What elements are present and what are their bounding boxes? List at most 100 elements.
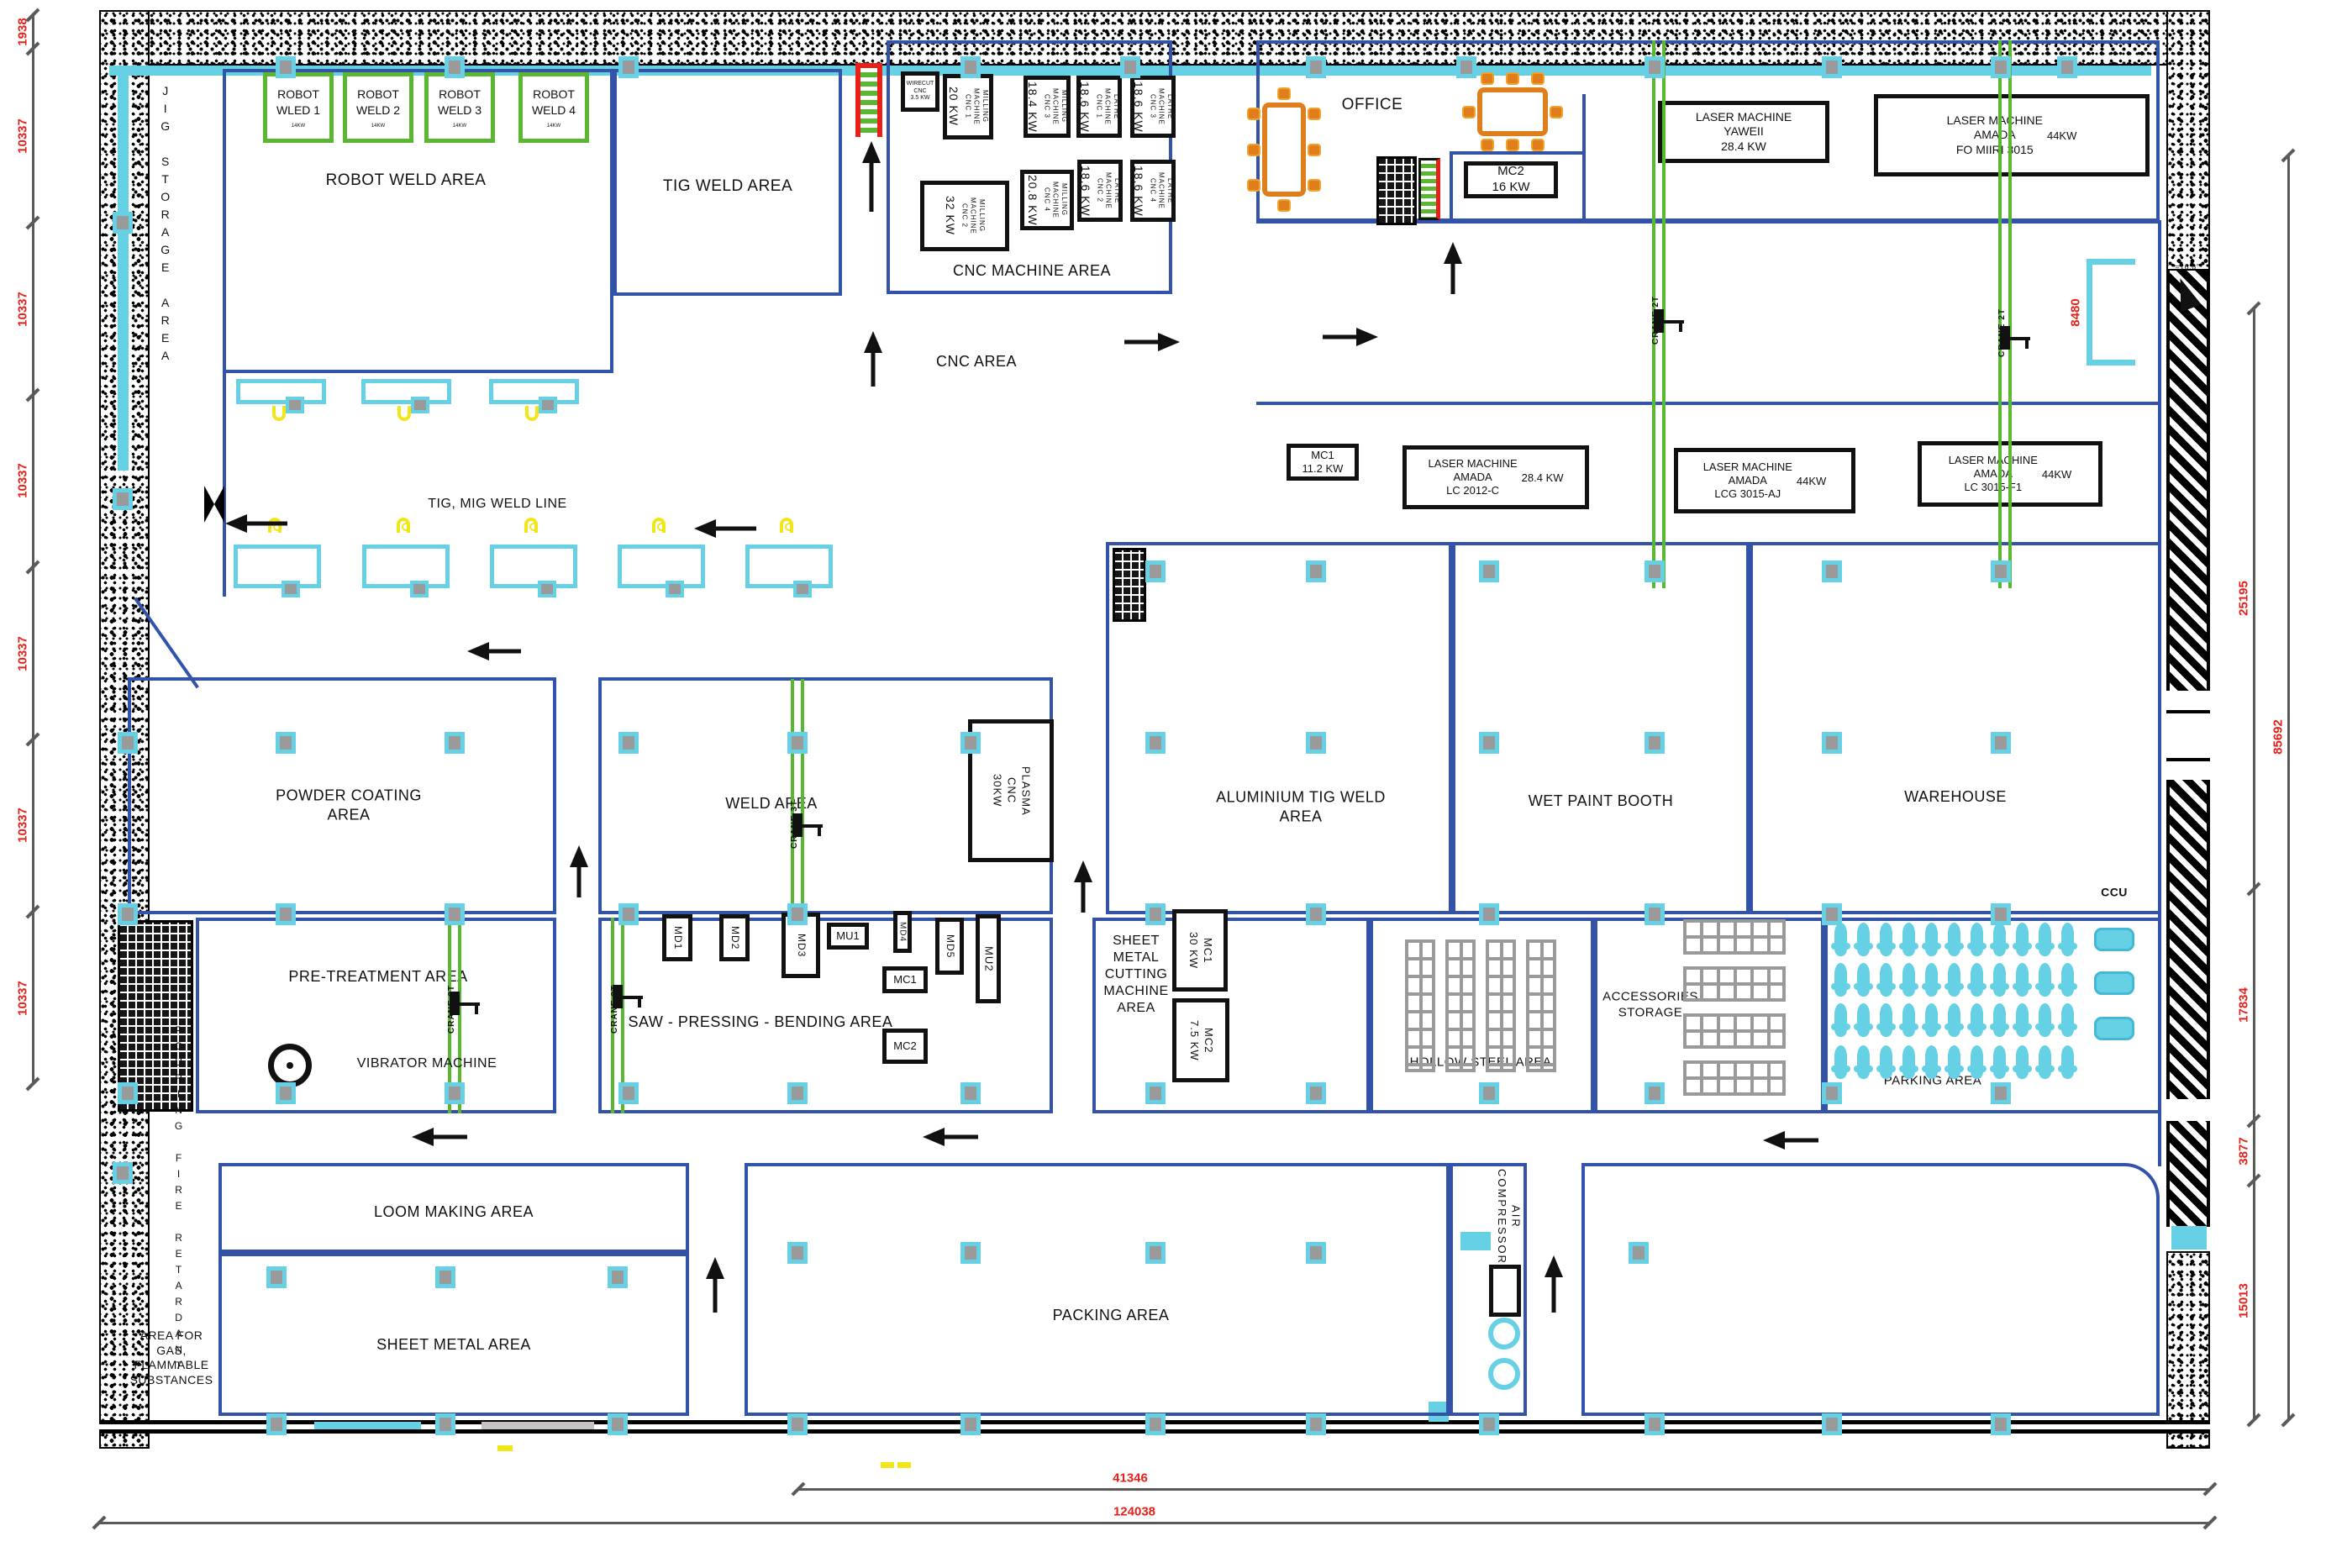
column-marker [1306,56,1326,78]
hollow-steel-rack [1486,939,1516,1072]
column-marker [276,903,296,925]
hollow-steel-rack [1526,939,1556,1072]
motorbike-icon [2058,963,2077,997]
door-right-bottom [2171,1226,2207,1250]
accessories-rack [1683,919,1786,955]
motorbike-icon [1876,963,1896,997]
machine-label: LATHE MACHINE CNC 2 [1096,172,1122,209]
weld-station-table [236,379,326,410]
motorbike-icon [2013,923,2032,956]
wall-left-inner-liner [118,76,129,471]
column-marker [1822,1413,1842,1435]
machine-power-label: 18.6 KW [1078,165,1092,217]
machine-label: MC2 [893,1039,917,1052]
motorbike-icon [1876,1045,1896,1079]
door-strip-2 [482,1422,594,1429]
table-office-table-1 [1262,103,1306,197]
weld-line-table [618,545,705,594]
chair-icon [1247,179,1260,192]
dim-value: 17834 [2236,987,2251,1023]
machine-label: MILLING MACHINE CNC 2 [960,197,987,234]
label-pouring-fire-retardant: POURING FIRE RETARDANT [172,1024,185,1376]
machine-label: MC1 30 KW [1187,931,1214,969]
chair-icon [1531,139,1545,151]
wall-segment [2158,914,2161,1166]
cell-power-label: 14KW [452,124,467,129]
label-aluminium-tig-weld-area: ALUMINIUM TIG WELD AREA [1216,788,1386,825]
room-powder-coating-area [128,677,556,914]
column-marker [266,1266,287,1288]
room-loom-making-area [218,1163,689,1253]
column-marker [1991,903,2011,925]
machine-plasma-cnc: PLASMA CNC 30KW [968,719,1054,862]
column-marker [118,903,138,925]
column-marker [1145,732,1166,754]
crane-trolley-icon [2000,326,2030,350]
wall-segment [223,373,226,597]
weld-hook-icon [397,406,411,421]
motorbike-icon [1831,923,1850,956]
motorbike-icon [1831,1003,1850,1037]
flow-arrow-left [467,642,521,660]
chair-icon [1531,72,1545,85]
machine-label: PLASMA CNC 30KW [991,766,1033,816]
column-marker [435,1266,455,1288]
wall-top [99,10,2210,66]
door-strip-3 [1429,1402,1449,1422]
machine-laser-yaweii: LASER MACHINE YAWEII 28.4 KW [1658,101,1829,163]
machine-air-compressor-unit [1489,1265,1521,1317]
dim-value: 10337 [15,981,30,1016]
wall-segment [2158,220,2161,545]
wall-right-bottom [2166,1251,2210,1449]
machine-label: MC1 11.2 KW [1302,448,1344,475]
dim-value: 85692 [2271,719,2286,755]
machine-label: MD1 [671,925,684,950]
column-marker [266,1413,287,1435]
motorbike-icon [1990,923,2009,956]
dim-value: 3877 [2236,1137,2251,1165]
flow-arrow-right [1323,328,1378,346]
motorbike-icon [1944,963,1964,997]
cell-label: ROBOT WELD 3 [437,87,482,117]
machine-label: LATHE MACHINE CNC 3 [1149,88,1175,125]
marker-yellow [881,1462,894,1468]
weld-line-table [362,545,450,594]
room-robot-weld-area [223,69,613,373]
cell-power-label: 14KW [291,124,306,129]
dim-value: 41346 [1113,1471,1148,1486]
column-marker [787,1413,808,1435]
weld-hook-icon [524,406,539,421]
column-marker [1822,1082,1842,1104]
column-marker [1145,560,1166,582]
label-accessories-storage: ACCESSORIES STORAGE [1602,989,1698,1019]
chair-icon [1481,72,1494,85]
machine-mu2: MU2 [976,914,1001,1003]
motorbike-icon [1854,1045,1873,1079]
column-marker [113,1162,133,1184]
column-marker [2057,56,2077,78]
wall-right-hatch-1 [2166,271,2210,691]
label-robot-weld-area: ROBOT WELD AREA [325,171,487,190]
column-marker [960,732,981,754]
accessories-rack [1683,1060,1786,1096]
machine-mc2-office: MC2 16 KW [1464,161,1558,198]
motorbike-icon [1967,923,1987,956]
room-sheet-metal-cutting-machine-area [1092,918,1370,1113]
flow-arrow-left [923,1128,978,1146]
flow-arrow-right [1124,333,1180,351]
motorbike-icon [1899,1003,1918,1037]
column-marker [618,1082,639,1104]
motorbike-icon [1944,1003,1964,1037]
motorbike-icon [1922,923,1941,956]
column-marker [1991,732,2011,754]
motorbike-icon [1876,1003,1896,1037]
label-ccu: CCU [2101,885,2128,899]
compressor-tank-icon [1488,1358,1520,1390]
crane-rail-crane-3t-pre [448,918,461,1113]
room-packing-area [745,1163,1450,1416]
machine-label: MILLING MACHINE CNC 4 [1043,182,1069,218]
